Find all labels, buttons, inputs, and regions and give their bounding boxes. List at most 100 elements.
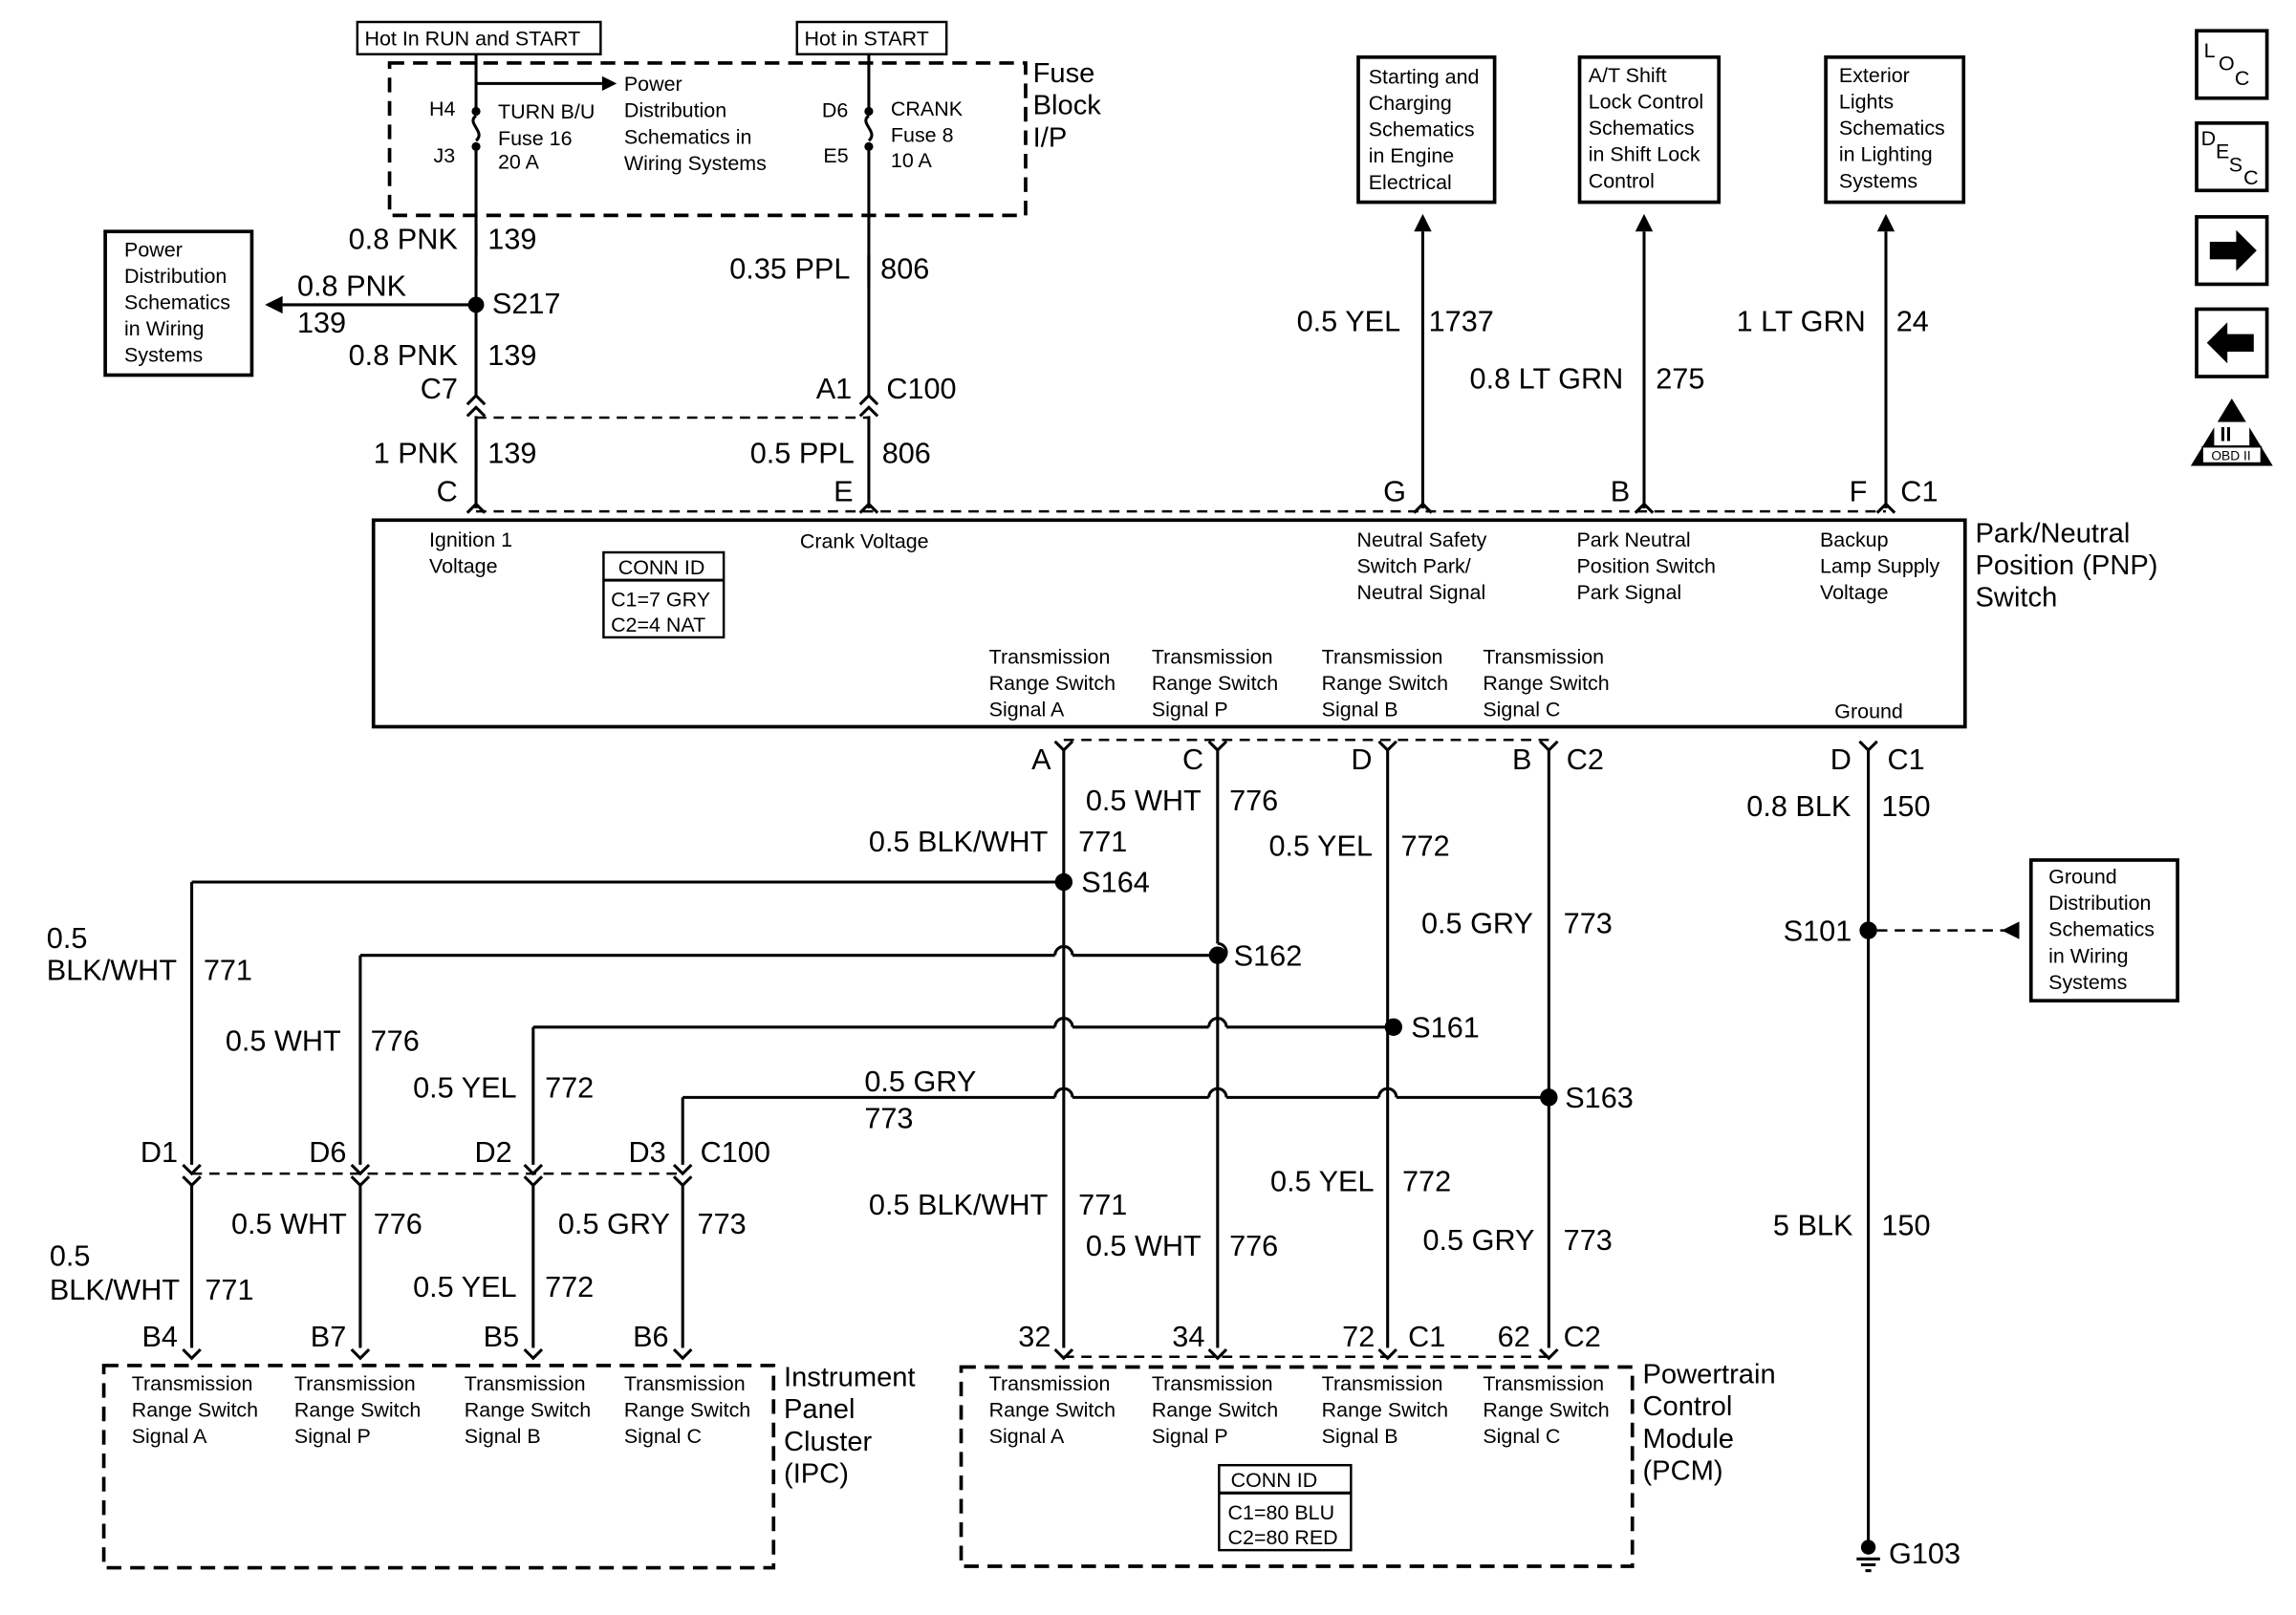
svg-text:CRANK: CRANK (891, 97, 964, 120)
svg-text:Signal C: Signal C (1483, 1425, 1560, 1448)
svg-text:Transmission: Transmission (1322, 646, 1443, 669)
circuit-number: 773 (698, 1208, 747, 1240)
arrow-left-icon (2002, 921, 2020, 939)
svg-text:Fuse 8: Fuse 8 (891, 124, 954, 147)
svg-text:Distribution: Distribution (124, 265, 227, 288)
wire-gauge: BLK/WHT (50, 1274, 181, 1306)
splice-label: S162 (1234, 939, 1303, 972)
connector-pin: 34 (1172, 1321, 1204, 1353)
splice-s163 (1540, 1088, 1558, 1107)
starting-charging-ref: Starting and Charging Schematics in Engi… (1356, 54, 1497, 205)
svg-text:Lamp Supply: Lamp Supply (1820, 554, 1939, 577)
circuit-number: 776 (1229, 1230, 1278, 1262)
svg-text:Module: Module (1642, 1424, 1734, 1454)
svg-text:in Wiring: in Wiring (2048, 944, 2128, 967)
svg-text:A/T Shift: A/T Shift (1589, 64, 1667, 87)
connector-label: C2 (1567, 743, 1604, 776)
circuit-number: 772 (545, 1071, 594, 1104)
ground-g103-icon (1856, 1540, 1880, 1573)
wire-gauge: 0.5 (50, 1240, 91, 1273)
obd-ii-button[interactable]: II OBD II (2190, 398, 2273, 466)
arrow-left-icon (2206, 322, 2254, 364)
svg-text:Range Switch: Range Switch (294, 1399, 421, 1422)
svg-text:Systems: Systems (124, 344, 203, 367)
svg-text:Signal B: Signal B (465, 1425, 541, 1448)
hot-start-label: Hot in START (795, 20, 948, 55)
shift-lock-ref: A/T Shift Lock Control Schematics in Shi… (1577, 54, 1722, 205)
fuse-block: Fuse Block I/P H4 J3 TURN B/U Fuse 16 20… (387, 58, 1101, 218)
svg-text:Park Neutral: Park Neutral (1576, 528, 1690, 551)
connector-pin: D3 (628, 1136, 665, 1169)
svg-text:Distribution: Distribution (624, 99, 726, 122)
connector-pin: E (834, 475, 853, 507)
splice-label: S217 (492, 288, 561, 320)
circuit-number: 772 (545, 1271, 594, 1303)
prev-arrow-button[interactable] (2195, 307, 2269, 378)
connector-pin: C7 (421, 373, 458, 405)
svg-text:Ignition 1: Ignition 1 (429, 528, 512, 551)
svg-text:O: O (2219, 53, 2235, 75)
svg-text:Schematics: Schematics (1589, 117, 1695, 140)
splice-wires (190, 880, 1549, 1165)
next-arrow-button[interactable] (2195, 215, 2269, 287)
svg-text:L: L (2204, 39, 2216, 62)
connector-c1-pins (466, 502, 1896, 514)
svg-text:Wiring Systems: Wiring Systems (624, 152, 767, 175)
wire-gauge: 0.5 WHT (226, 1024, 341, 1057)
connector-label: C1 (1888, 743, 1925, 776)
connector-label: C1 (1900, 475, 1938, 507)
ground-distribution-ref: Ground Distribution Schematics in Wiring… (2028, 858, 2179, 1003)
svg-text:Ground: Ground (2048, 866, 2117, 889)
svg-text:in Wiring: in Wiring (124, 317, 204, 340)
svg-text:S: S (2229, 153, 2242, 176)
wire-gauge: 1 LT GRN (1737, 306, 1866, 338)
circuit-number: 773 (1564, 1224, 1613, 1257)
connector-pin: C (1182, 743, 1203, 776)
svg-text:in Engine: in Engine (1369, 144, 1454, 167)
circuit-number: 24 (1896, 306, 1929, 338)
loc-button[interactable]: L O C (2195, 29, 2269, 100)
svg-text:Transmission: Transmission (294, 1372, 416, 1395)
circuit-number: 150 (1881, 790, 1930, 823)
arrow-left-icon (265, 295, 283, 314)
svg-text:Backup: Backup (1820, 528, 1889, 551)
svg-text:Neutral Safety: Neutral Safety (1356, 528, 1486, 551)
circuit-number: 773 (1564, 908, 1613, 940)
svg-text:C1=7 GRY: C1=7 GRY (611, 589, 710, 612)
circuit-number: 776 (371, 1024, 420, 1057)
svg-text:II: II (2220, 422, 2232, 445)
svg-text:Range Switch: Range Switch (1483, 1399, 1609, 1422)
svg-text:OBD II: OBD II (2211, 448, 2250, 463)
svg-text:Starting and: Starting and (1369, 65, 1480, 88)
svg-text:Signal A: Signal A (989, 1425, 1065, 1448)
splice-label: S164 (1081, 867, 1150, 899)
svg-text:Charging: Charging (1369, 92, 1452, 115)
wire-gauge: 0.5 YEL (413, 1071, 517, 1104)
svg-text:Schematics: Schematics (124, 291, 230, 314)
circuit-number: 806 (882, 437, 931, 469)
svg-text:Switch: Switch (1975, 583, 2057, 614)
svg-text:CONN ID: CONN ID (1231, 1469, 1318, 1492)
svg-text:Signal C: Signal C (624, 1425, 702, 1448)
svg-text:Signal P: Signal P (1152, 699, 1228, 721)
svg-text:(PCM): (PCM) (1642, 1456, 1722, 1487)
wire-gauge: 0.5 GRY (1421, 908, 1533, 940)
pnp-switch: Park/Neutral Position (PNP) Switch Ignit… (371, 518, 2157, 729)
svg-text:Fuse: Fuse (1033, 58, 1095, 89)
circuit-number: 275 (1656, 362, 1704, 395)
svg-text:Range Switch: Range Switch (1152, 672, 1278, 695)
connector-pin: B5 (484, 1321, 520, 1353)
circuit-number: 776 (1229, 785, 1278, 817)
connector-pin: D (1351, 743, 1372, 776)
connector-pin: A1 (816, 373, 852, 405)
desc-button[interactable]: D E S C (2195, 120, 2269, 193)
arrow-right-icon (2209, 229, 2257, 271)
connector-pin: 62 (1498, 1321, 1530, 1353)
svg-text:C2=80 RED: C2=80 RED (1228, 1526, 1338, 1549)
svg-text:20 A: 20 A (498, 150, 540, 173)
wire-gauge: 0.5 YEL (413, 1271, 517, 1303)
right-top-wires (1414, 213, 1895, 509)
pnp-to-pcm-wires (1062, 750, 1871, 1541)
circuit-number: 772 (1400, 829, 1449, 862)
pcm-module: Powertrain Control Module (PCM) Transmis… (959, 1359, 1776, 1568)
